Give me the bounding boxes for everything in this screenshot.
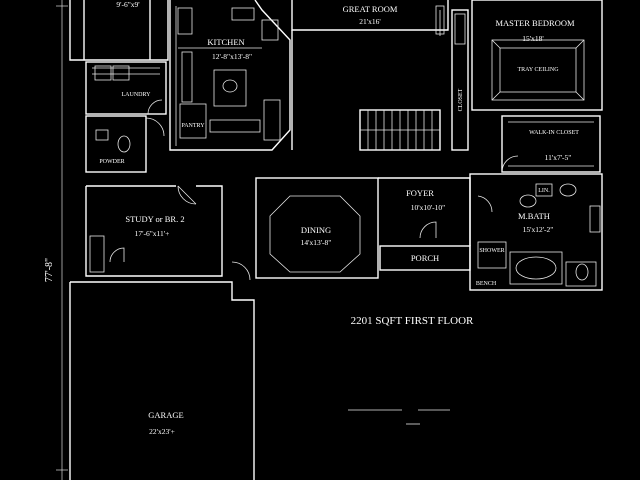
- overall-dimension-label: 77'-8": [44, 258, 55, 282]
- room-powder: POWDER: [85, 115, 165, 173]
- room-foyer: FOYER 10'x10'-10": [378, 177, 493, 246]
- master-bath-label: M.BATH: [518, 211, 550, 221]
- room-dining: DINING 14'x13'-8": [255, 177, 379, 279]
- kitchen-label: KITCHEN: [207, 37, 244, 47]
- overall-dimension-line: 77'-8": [44, 0, 68, 480]
- room-master-bath: M.BATH 15'x12'-2" SHOWER LIN. BENCH: [469, 173, 603, 291]
- linen-label: LIN.: [538, 188, 550, 194]
- great-room-label: GREAT ROOM: [343, 4, 398, 14]
- plan-title: 2201 SQFT FIRST FLOOR: [351, 315, 474, 327]
- room-study: STUDY or BR. 2 17'-6"x11'+: [85, 185, 223, 277]
- foyer-label: FOYER: [406, 188, 434, 198]
- study-size: 17'-6"x11'+: [135, 229, 170, 238]
- closet-label: CLOSET: [458, 88, 464, 111]
- room-walk-in-closet: WALK-IN CLOSET 11'x7'-5": [501, 115, 601, 173]
- stairs: [359, 109, 441, 151]
- dining-label: DINING: [301, 225, 331, 235]
- study-label: STUDY or BR. 2: [125, 214, 184, 224]
- room-porch: PORCH: [379, 245, 471, 271]
- master-bedroom-label: MASTER BEDROOM: [495, 18, 575, 28]
- top-left-room-size: 9'-6"x9': [116, 0, 140, 9]
- walk-in-closet-size: 11'x7'-5": [545, 153, 572, 162]
- room-top-left: 9'-6"x9': [69, 0, 169, 61]
- room-great-room: GREAT ROOM 21'x16': [291, 0, 449, 150]
- foyer-size: 10'x10'-10": [411, 203, 446, 212]
- pantry-label: PANTRY: [181, 123, 205, 129]
- room-master-bedroom: MASTER BEDROOM 15'x18' TRAY CEILING: [471, 0, 603, 111]
- room-kitchen: KITCHEN 12'-8"x13'-8" PANTRY: [169, 0, 291, 151]
- garage-label: GARAGE: [148, 410, 183, 420]
- powder-label: POWDER: [99, 159, 124, 165]
- walk-in-closet-label: WALK-IN CLOSET: [529, 130, 579, 136]
- shower-label: SHOWER: [479, 248, 504, 254]
- room-garage: GARAGE 22'x23'+: [69, 261, 450, 480]
- room-laundry: LAUNDRY: [85, 61, 167, 115]
- master-bedroom-note: TRAY CEILING: [517, 67, 559, 73]
- kitchen-size: 12'-8"x13'-8": [212, 52, 252, 61]
- porch-label: PORCH: [411, 253, 439, 263]
- laundry-label: LAUNDRY: [121, 92, 151, 98]
- master-bedroom-size: 15'x18': [522, 34, 544, 43]
- bench-label: BENCH: [476, 281, 497, 287]
- dining-size: 14'x13'-8": [301, 238, 332, 247]
- master-bath-size: 15'x12'-2": [523, 225, 554, 234]
- room-closet: CLOSET: [451, 9, 469, 151]
- great-room-size: 21'x16': [359, 17, 381, 26]
- garage-size: 22'x23'+: [149, 427, 175, 436]
